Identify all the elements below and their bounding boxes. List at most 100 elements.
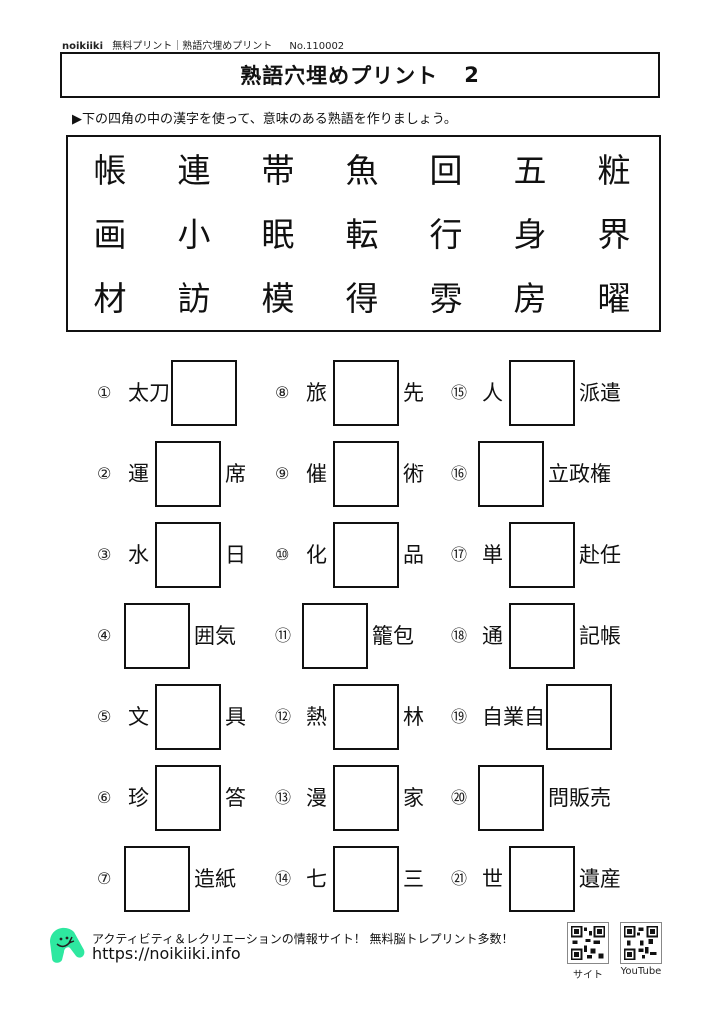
qr-code-youtube-icon[interactable] — [620, 922, 662, 964]
kanji-choice: 転 — [345, 215, 379, 254]
question-number: ⑮ — [451, 383, 468, 402]
answer-box[interactable] — [333, 765, 399, 831]
question-number: ④ — [97, 626, 112, 645]
question-suffix: 遺産 — [579, 867, 621, 891]
question-suffix: 品 — [403, 543, 424, 567]
question-number: ⑦ — [97, 869, 112, 888]
kanji-choice: 界 — [597, 215, 631, 254]
answer-box[interactable] — [509, 603, 575, 669]
question-number: ⑤ — [97, 707, 112, 726]
kanji-choice: 帳 — [93, 151, 127, 190]
question-number: ⑳ — [451, 788, 468, 807]
kanji-choices-box: 帳連帯魚回五粧画小眠転行身界材訪模得雰房曜 — [66, 135, 661, 332]
header-subtitle: 無料プリント｜熟語穴埋めプリント — [112, 41, 273, 52]
kanji-choice: 雰 — [429, 279, 463, 318]
question-number: ⑥ — [97, 788, 112, 807]
question-prefix: 単 — [482, 543, 503, 567]
footer-url-link[interactable]: https://noikiiki.info — [92, 944, 241, 963]
answer-box[interactable] — [124, 603, 190, 669]
kanji-choice: 房 — [513, 279, 547, 318]
question-prefix: 通 — [482, 624, 503, 648]
page-title: 熟語穴埋めプリント — [240, 64, 439, 88]
question-number: ⑩ — [275, 545, 290, 564]
qr-youtube-label: YouTube — [620, 966, 662, 977]
answer-box[interactable] — [333, 846, 399, 912]
answer-box[interactable] — [124, 846, 190, 912]
answer-box[interactable] — [155, 765, 221, 831]
footer-tagline: アクティビティ＆レクリエーションの情報サイト！ 無料脳トレプリント多数！ — [92, 932, 514, 946]
question-number: ③ — [97, 545, 112, 564]
answer-box[interactable] — [333, 522, 399, 588]
question-prefix: 文 — [128, 705, 149, 729]
question-prefix: 自業自 — [482, 705, 545, 729]
kanji-choice: 模 — [261, 279, 295, 318]
qr-site-label: サイト — [573, 970, 603, 981]
question-number: ⑫ — [275, 707, 292, 726]
answer-box[interactable] — [302, 603, 368, 669]
question-number: ⑲ — [451, 707, 468, 726]
question-prefix: 珍 — [128, 786, 149, 810]
title-box: 熟語穴埋めプリント 2 — [60, 52, 660, 98]
kanji-choice: 身 — [513, 215, 547, 254]
question-prefix: 旅 — [306, 381, 327, 405]
question-suffix: 記帳 — [579, 624, 621, 648]
answer-box[interactable] — [478, 765, 544, 831]
answer-box[interactable] — [478, 441, 544, 507]
question-prefix: 世 — [482, 867, 503, 891]
answer-box[interactable] — [333, 360, 399, 426]
question-suffix: 問販売 — [548, 786, 611, 810]
print-number: No.110002 — [289, 41, 345, 52]
answer-box[interactable] — [509, 522, 575, 588]
answer-box[interactable] — [509, 846, 575, 912]
answer-box[interactable] — [155, 522, 221, 588]
question-suffix: 家 — [403, 786, 424, 810]
question-number: ⑪ — [275, 626, 292, 645]
answer-box[interactable] — [171, 360, 237, 426]
question-suffix: 先 — [403, 381, 424, 405]
question-prefix: 催 — [306, 462, 327, 486]
answer-box[interactable] — [546, 684, 612, 750]
question-number: ⑬ — [275, 788, 292, 807]
qr-code-site-icon[interactable] — [567, 922, 609, 964]
question-prefix: 七 — [306, 867, 327, 891]
question-prefix: 運 — [128, 462, 149, 486]
question-number: ㉑ — [451, 869, 468, 888]
question-number: ⑰ — [451, 545, 468, 564]
answer-box[interactable] — [333, 441, 399, 507]
answer-box[interactable] — [155, 441, 221, 507]
question-number: ⑭ — [275, 869, 292, 888]
question-suffix: 三 — [403, 867, 424, 891]
kanji-row: 帳連帯魚回五粧 — [68, 141, 659, 201]
header-line: noikiiki 無料プリント｜熟語穴埋めプリント No.110002 — [62, 37, 344, 52]
brand-name: noikiiki — [62, 41, 104, 52]
answer-box[interactable] — [509, 360, 575, 426]
question-prefix: 人 — [482, 381, 503, 405]
kanji-choice: 材 — [93, 279, 127, 318]
answer-box[interactable] — [333, 684, 399, 750]
question-prefix: 化 — [306, 543, 327, 567]
question-suffix: 術 — [403, 462, 424, 486]
kanji-row: 材訪模得雰房曜 — [68, 269, 659, 329]
kanji-choice: 五 — [513, 151, 547, 190]
kanji-choice: 曜 — [597, 279, 631, 318]
noikiiki-logo-icon — [50, 927, 85, 963]
kanji-choice: 得 — [345, 279, 379, 318]
question-suffix: 造紙 — [194, 867, 236, 891]
question-number: ⑯ — [451, 464, 468, 483]
question-suffix: 答 — [225, 786, 246, 810]
kanji-choice: 眠 — [261, 215, 295, 254]
kanji-choice: 連 — [177, 151, 211, 190]
question-suffix: 席 — [225, 462, 246, 486]
page-title-number: 2 — [464, 63, 480, 87]
kanji-choice: 画 — [93, 215, 127, 254]
question-suffix: 籠包 — [372, 624, 414, 648]
instruction-text: ▶下の四角の中の漢字を使って、意味のある熟語を作りましょう。 — [72, 112, 457, 127]
answer-box[interactable] — [155, 684, 221, 750]
question-number: ⑱ — [451, 626, 468, 645]
kanji-choice: 帯 — [261, 151, 295, 190]
kanji-choice: 粧 — [597, 151, 631, 190]
question-number: ② — [97, 464, 112, 483]
question-number: ① — [97, 383, 112, 402]
kanji-choice: 回 — [429, 151, 463, 190]
question-suffix: 日 — [225, 543, 246, 567]
